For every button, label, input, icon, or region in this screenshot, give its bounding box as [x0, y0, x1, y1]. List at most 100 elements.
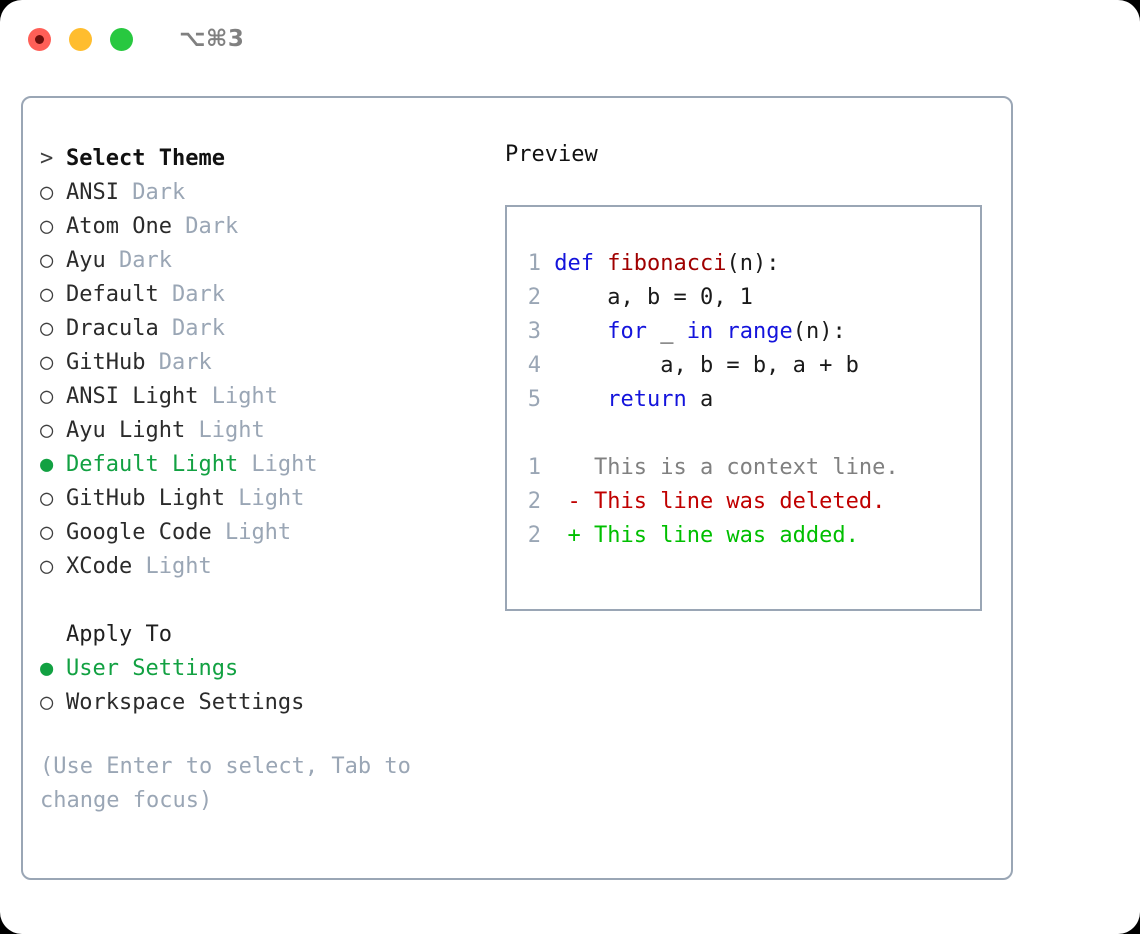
apply-to-option-1[interactable]: ○ Workspace Settings [40, 686, 493, 720]
theme-option-9[interactable]: ○ GitHub Light Light [40, 482, 493, 516]
theme-option-8[interactable]: ●Default Light Light [40, 448, 493, 482]
code-token-kw: for [607, 319, 647, 344]
line-gutter-space [541, 387, 554, 412]
theme-option-7[interactable]: ○Ayu Light Light [40, 414, 493, 448]
radio-unselected-icon: ○ [40, 248, 54, 273]
select-theme-heading-label: Select Theme [66, 146, 225, 171]
theme-variant-tag: Light [132, 554, 212, 579]
code-line-0: 1 def fibonacci(n): [519, 247, 980, 281]
code-token-kw: return [607, 387, 687, 412]
theme-variant-tag: Light [185, 418, 265, 443]
theme-variant-tag: Light [238, 452, 318, 477]
theme-option-label: XCode [66, 554, 133, 579]
radio-unselected-icon: ○ [40, 180, 54, 205]
code-token-plain [713, 319, 726, 344]
theme-option-3[interactable]: ○Default Dark [40, 278, 493, 312]
diff-line-0: 1 This is a context line. [519, 451, 980, 485]
list-spacer [40, 584, 493, 618]
radio-unselected-icon: ○ [40, 486, 54, 511]
theme-list[interactable]: >Select Theme ○ANSI Dark○Atom One Dark○A… [40, 142, 493, 584]
minimize-button[interactable] [69, 27, 92, 51]
code-diff-gap [519, 417, 980, 451]
theme-variant-tag: Dark [118, 180, 186, 205]
main-panel: >Select Theme ○ANSI Dark○Atom One Dark○A… [21, 96, 1013, 880]
radio-unselected-icon: ○ [40, 520, 54, 545]
close-button[interactable] [28, 27, 51, 51]
diff-marker: - [541, 489, 594, 514]
apply-to-option-label: User Settings [66, 656, 239, 681]
theme-option-4[interactable]: ○ Dracula Dark [40, 312, 493, 346]
diff-text: This is a context line. [593, 455, 899, 480]
theme-option-label: GitHub Light [66, 486, 225, 511]
theme-option-label: Dracula [66, 316, 159, 341]
theme-option-2[interactable]: ○ Ayu Dark [40, 244, 493, 278]
code-token-kw: def [554, 251, 608, 276]
theme-selector-column: >Select Theme ○ANSI Dark○Atom One Dark○A… [23, 142, 493, 878]
radio-unselected-icon: ○ [40, 316, 54, 341]
radio-unselected-icon: ○ [40, 282, 54, 307]
theme-variant-tag: Light [211, 520, 292, 545]
window-controls [28, 27, 133, 51]
theme-option-label: GitHub [66, 350, 146, 375]
theme-variant-tag: Light [224, 486, 305, 511]
line-number: 4 [527, 353, 541, 378]
radio-unselected-icon: ○ [40, 554, 54, 579]
line-gutter-space [541, 319, 554, 344]
theme-variant-tag: Dark [105, 248, 172, 273]
apply-to-option-0[interactable]: ●User Settings [40, 652, 493, 686]
line-gutter-space [541, 353, 554, 378]
code-token-plain: (n): [726, 251, 780, 276]
theme-option-label: Default [66, 282, 159, 307]
theme-option-6[interactable]: ○ANSI Light Light [40, 380, 493, 414]
code-line-2: 3 for _ in range(n): [519, 315, 980, 349]
line-number: 5 [527, 387, 541, 412]
diff-sample: 1 This is a context line.2 - This line w… [519, 451, 980, 553]
theme-option-0[interactable]: ○ ANSI Dark [40, 176, 493, 210]
preview-title: Preview [505, 142, 598, 167]
apply-to-marker-placeholder [40, 618, 66, 652]
theme-option-1[interactable]: ○Atom One Dark [40, 210, 493, 244]
theme-option-5[interactable]: ○GitHub Dark [40, 346, 493, 380]
theme-option-label: ANSI [66, 180, 119, 205]
line-number: 3 [527, 319, 541, 344]
code-token-kw: in [686, 319, 714, 344]
line-gutter-space [541, 251, 554, 276]
code-token-plain [554, 319, 607, 344]
code-line-1: 2 a, b = 0, 1 [519, 281, 980, 315]
radio-selected-icon: ● [40, 452, 54, 477]
diff-marker [541, 455, 594, 480]
code-line-3: 4 a, b = b, a + b [519, 349, 980, 383]
line-gutter-space [541, 285, 554, 310]
diff-text: This line was deleted. [593, 489, 886, 514]
heading-caret-icon: > [40, 146, 54, 171]
apply-to-group[interactable]: Apply To ●User Settings ○ Workspace Settin… [40, 618, 493, 720]
diff-marker: + [541, 523, 594, 548]
code-token-plain: _ [646, 319, 687, 344]
theme-option-11[interactable]: ○ XCode Light [40, 550, 493, 584]
code-token-kw: range [726, 319, 793, 344]
diff-text: This line was added. [593, 523, 859, 548]
theme-option-10[interactable]: ○ Google Code Light [40, 516, 493, 550]
apply-to-heading: Apply To [40, 618, 493, 652]
diff-line-2: 2 + This line was added. [519, 519, 980, 553]
code-token-plain: a [686, 387, 714, 412]
theme-option-label: Ayu Light [66, 418, 186, 443]
code-token-plain: a, b = 0, 1 [554, 285, 753, 310]
radio-unselected-icon: ○ [40, 690, 54, 715]
theme-variant-tag: Dark [145, 350, 212, 375]
theme-variant-tag: Dark [171, 214, 239, 239]
line-number: 1 [527, 251, 541, 276]
diff-line-1: 2 - This line was deleted. [519, 485, 980, 519]
code-token-plain: a, b = b, a + b [554, 353, 859, 378]
code-line-4: 5 return a [519, 383, 980, 417]
apply-to-option-label: Workspace Settings [66, 690, 305, 715]
maximize-button[interactable] [110, 27, 133, 51]
apply-to-heading-label: Apply To [66, 622, 172, 647]
theme-option-label: Google Code [66, 520, 212, 545]
theme-option-label: Ayu [66, 248, 106, 273]
theme-variant-tag: Dark [158, 316, 225, 341]
code-token-plain [554, 387, 607, 412]
